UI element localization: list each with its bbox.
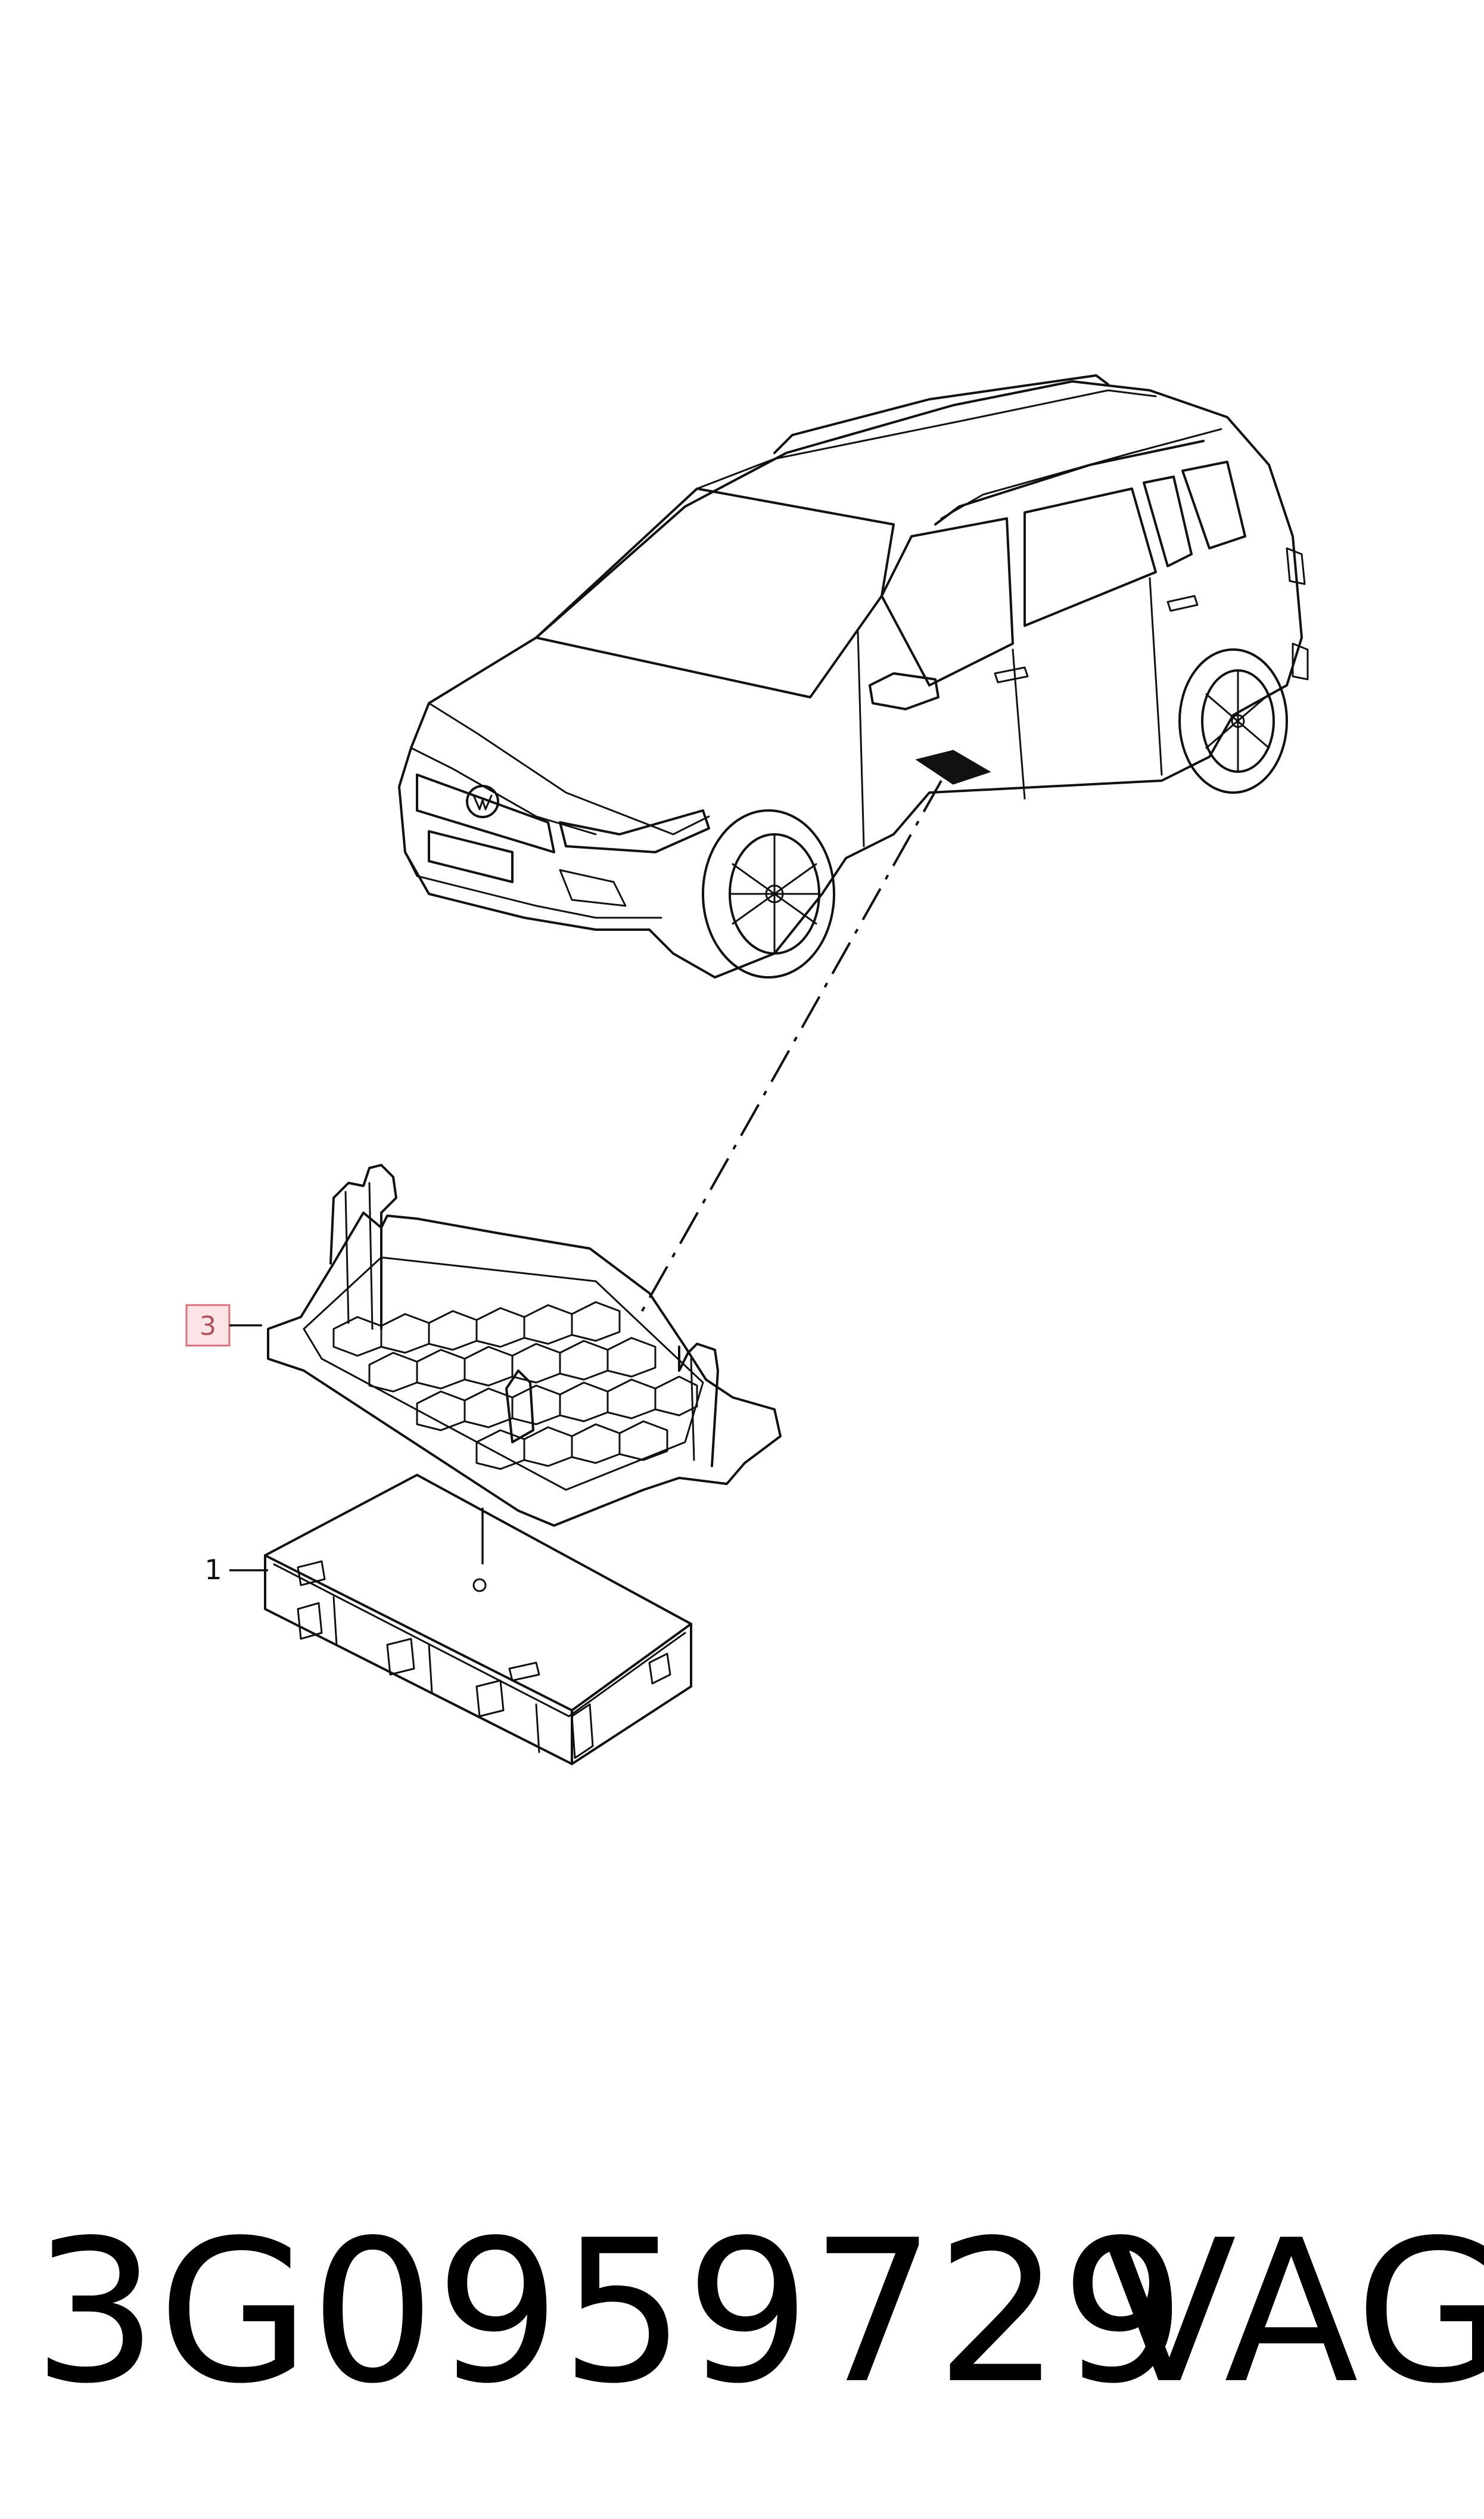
brand-name: VAG (1102, 2198, 1484, 2427)
vehicle-illustration (398, 374, 1309, 979)
callout-3-label: 3 (200, 1311, 216, 1341)
control-unit-illustration (264, 1474, 692, 1765)
location-marker (915, 750, 991, 785)
callout-3: 3 (185, 1304, 262, 1347)
part-number: 3G0959729 (33, 2198, 1186, 2427)
callout-1-label: 1 (204, 1554, 222, 1586)
mounting-bracket-illustration (267, 1164, 782, 1527)
location-leader-line (639, 780, 942, 1315)
callout-1: 1 (204, 1554, 268, 1586)
